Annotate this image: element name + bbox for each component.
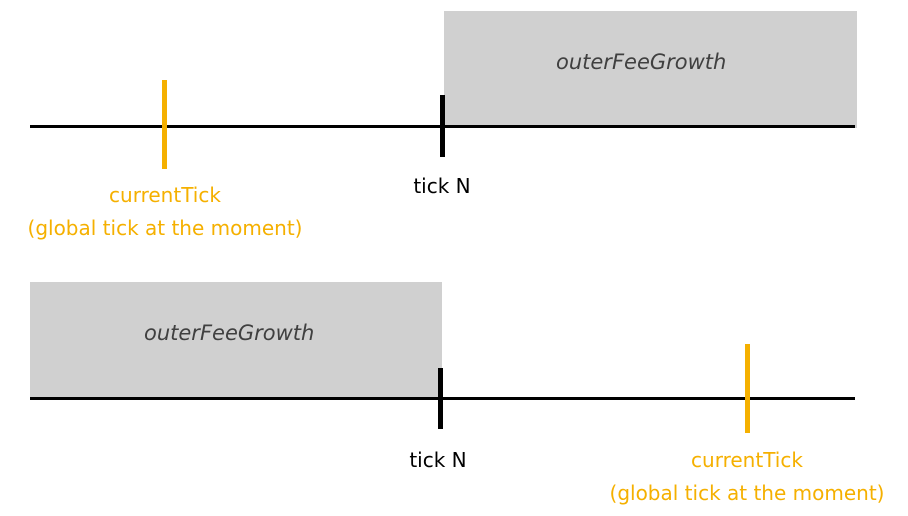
current-tick-sublabel: (global tick at the moment) [27, 216, 303, 240]
current-tick-label: currentTick [691, 448, 803, 472]
current-tick-sublabel: (global tick at the moment) [609, 481, 885, 505]
outer-fee-growth-label: outerFeeGrowth [556, 50, 727, 74]
tick-n-label: tick N [413, 174, 471, 198]
current-tick-label-group: currentTick (global tick at the moment) [0, 179, 330, 245]
outer-fee-growth-label: outerFeeGrowth [144, 321, 315, 345]
outer-fee-growth-region [444, 11, 857, 128]
tick-n-marker [440, 95, 445, 157]
tick-n-label: tick N [409, 448, 467, 472]
current-tick-label-group: currentTick (global tick at the moment) [582, 444, 908, 510]
current-tick-label: currentTick [109, 183, 221, 207]
current-tick-marker [745, 344, 750, 433]
current-tick-marker [162, 80, 167, 169]
diagram-panel-bottom: outerFeeGrowth tick N currentTick (globa… [0, 258, 908, 516]
outer-fee-growth-region [30, 282, 442, 398]
tick-n-marker [438, 368, 443, 429]
diagram-panel-top: outerFeeGrowth tick N currentTick (globa… [0, 11, 857, 245]
